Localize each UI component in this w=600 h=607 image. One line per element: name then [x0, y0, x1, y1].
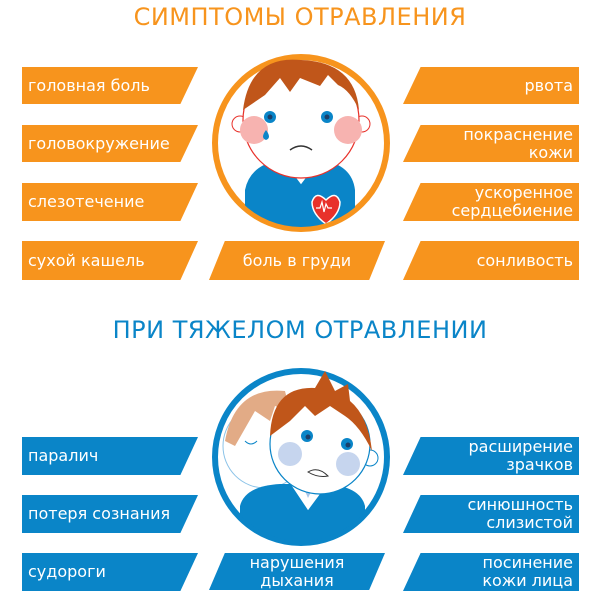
fainting-boy-illustration: [212, 368, 390, 546]
symptom-vomiting: рвота: [403, 67, 579, 104]
symptom-headache: головная боль: [22, 67, 198, 104]
symptom-loss-of-consciousness: потеря сознания: [22, 495, 198, 533]
symptom-dry-cough: сухой кашель: [22, 241, 198, 280]
symptom-drowsiness: сонливость: [403, 241, 579, 280]
section2-title: ПРИ ТЯЖЕЛОМ ОТРАВЛЕНИИ: [112, 316, 488, 344]
symptom-cyanosis-mucosa: синюшность слизистой: [403, 495, 579, 533]
symptom-skin-redness: покраснение кожи: [403, 125, 579, 162]
symptom-lacrimation: слезотечение: [22, 183, 198, 221]
symptom-paralysis: паралич: [22, 437, 198, 475]
symptom-dilated-pupils: расширение зрачков: [403, 437, 579, 475]
tear-icon: [263, 130, 269, 140]
sick-boy-illustration: [212, 54, 390, 232]
symptom-face-cyanosis: посинение кожи лица: [403, 553, 579, 591]
symptom-tachycardia: ускоренное сердцебиение: [403, 183, 579, 221]
section1-title: СИМПТОМЫ ОТРАВЛЕНИЯ: [133, 3, 467, 31]
symptom-convulsions: судороги: [22, 553, 198, 591]
symptom-breathing-disorder: нарушения дыхания: [209, 553, 385, 590]
symptom-chest-pain: боль в груди: [209, 241, 385, 280]
symptom-dizziness: головокружение: [22, 125, 198, 162]
